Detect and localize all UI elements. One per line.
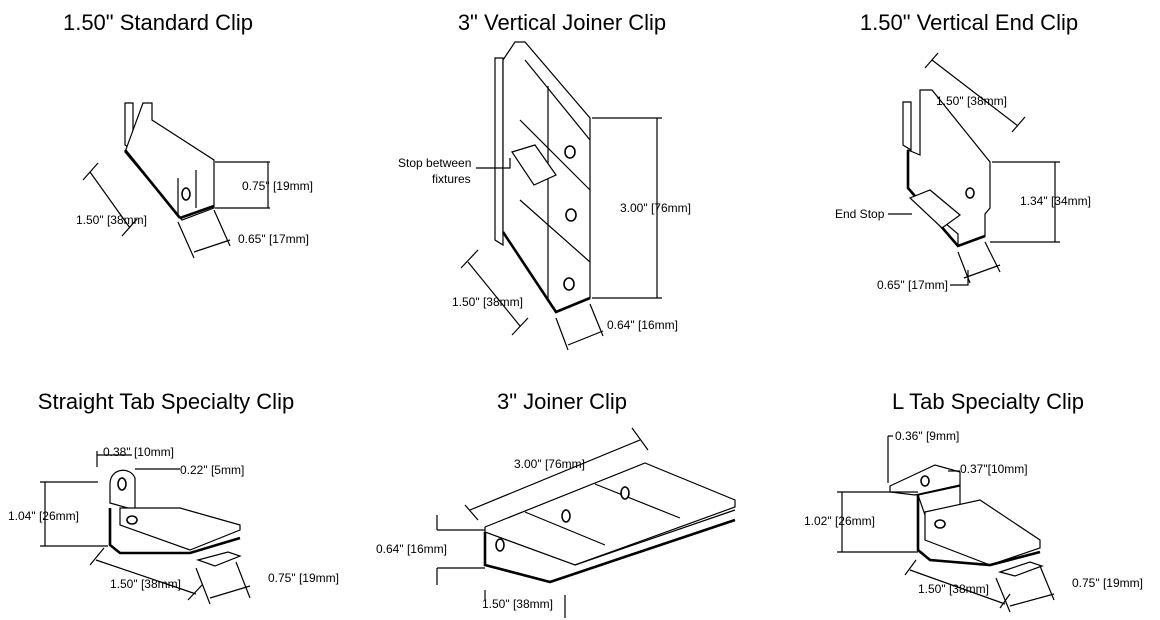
straight-tab-width-dim: 0.38" [10mm] bbox=[103, 445, 174, 459]
joiner-clip-drawing bbox=[436, 427, 736, 618]
stop-callout-line2: fixtures bbox=[432, 172, 471, 186]
stop-callout-line1: Stop between bbox=[398, 156, 471, 170]
joiner-height-dim: 0.64" [16mm] bbox=[376, 542, 447, 556]
joiner-clip-title: 3" Joiner Clip bbox=[496, 389, 628, 414]
l-tab-clip-length-dim: 1.50" [38mm] bbox=[918, 582, 989, 596]
end-clip-length-dim: 1.50" [38mm] bbox=[936, 94, 1007, 108]
straight-tab-height-dim: 1.04" [26mm] bbox=[8, 509, 79, 523]
vertical-joiner-clip-drawing bbox=[460, 41, 662, 351]
end-clip-height-dim: 1.34" [34mm] bbox=[1020, 194, 1091, 208]
straight-tab-clip-drawing bbox=[40, 451, 251, 605]
l-tab-clip-width-dim: 0.75" [19mm] bbox=[1072, 576, 1143, 590]
straight-tab-hole-dim: 0.22" [5mm] bbox=[180, 463, 244, 477]
standard-width-dim: 0.65" [17mm] bbox=[238, 232, 309, 246]
joiner-length-dim: 3.00" [76mm] bbox=[514, 457, 585, 471]
joiner-width-dim: 1.50" [38mm] bbox=[482, 597, 553, 611]
straight-tab-clip-title: Straight Tab Specialty Clip bbox=[37, 389, 295, 414]
vertical-end-clip-drawing bbox=[888, 52, 1060, 286]
l-tab-clip-title: L Tab Specialty Clip bbox=[892, 389, 1084, 414]
standard-clip-drawing bbox=[82, 102, 270, 259]
vertical-joiner-clip-title: 3" Vertical Joiner Clip bbox=[457, 10, 667, 35]
l-tab-width-dim: 0.36" [9mm] bbox=[895, 429, 959, 443]
vertical-joiner-length-dim: 1.50" [38mm] bbox=[452, 295, 523, 309]
vertical-end-clip-title: 1.50" Vertical End Clip bbox=[859, 10, 1079, 35]
straight-tab-length-dim: 1.50" [38mm] bbox=[110, 577, 181, 591]
l-tab-length-dim: 0.37"[10mm] bbox=[960, 462, 1028, 476]
standard-height-dim: 0.75" [19mm] bbox=[242, 179, 313, 193]
l-tab-clip-drawing bbox=[837, 435, 1055, 613]
vertical-joiner-width-dim: 0.64" [16mm] bbox=[607, 318, 678, 332]
standard-length-dim: 1.50" [38mm] bbox=[76, 213, 147, 227]
standard-clip-title: 1.50" Standard Clip bbox=[62, 10, 254, 35]
end-stop-callout: End Stop bbox=[835, 207, 885, 221]
vertical-joiner-height-dim: 3.00" [76mm] bbox=[620, 201, 691, 215]
straight-tab-width-dim-2: 0.75" [19mm] bbox=[268, 571, 339, 585]
end-clip-width-dim: 0.65" [17mm] bbox=[877, 278, 948, 292]
l-tab-height-dim: 1.02" [26mm] bbox=[804, 514, 875, 528]
